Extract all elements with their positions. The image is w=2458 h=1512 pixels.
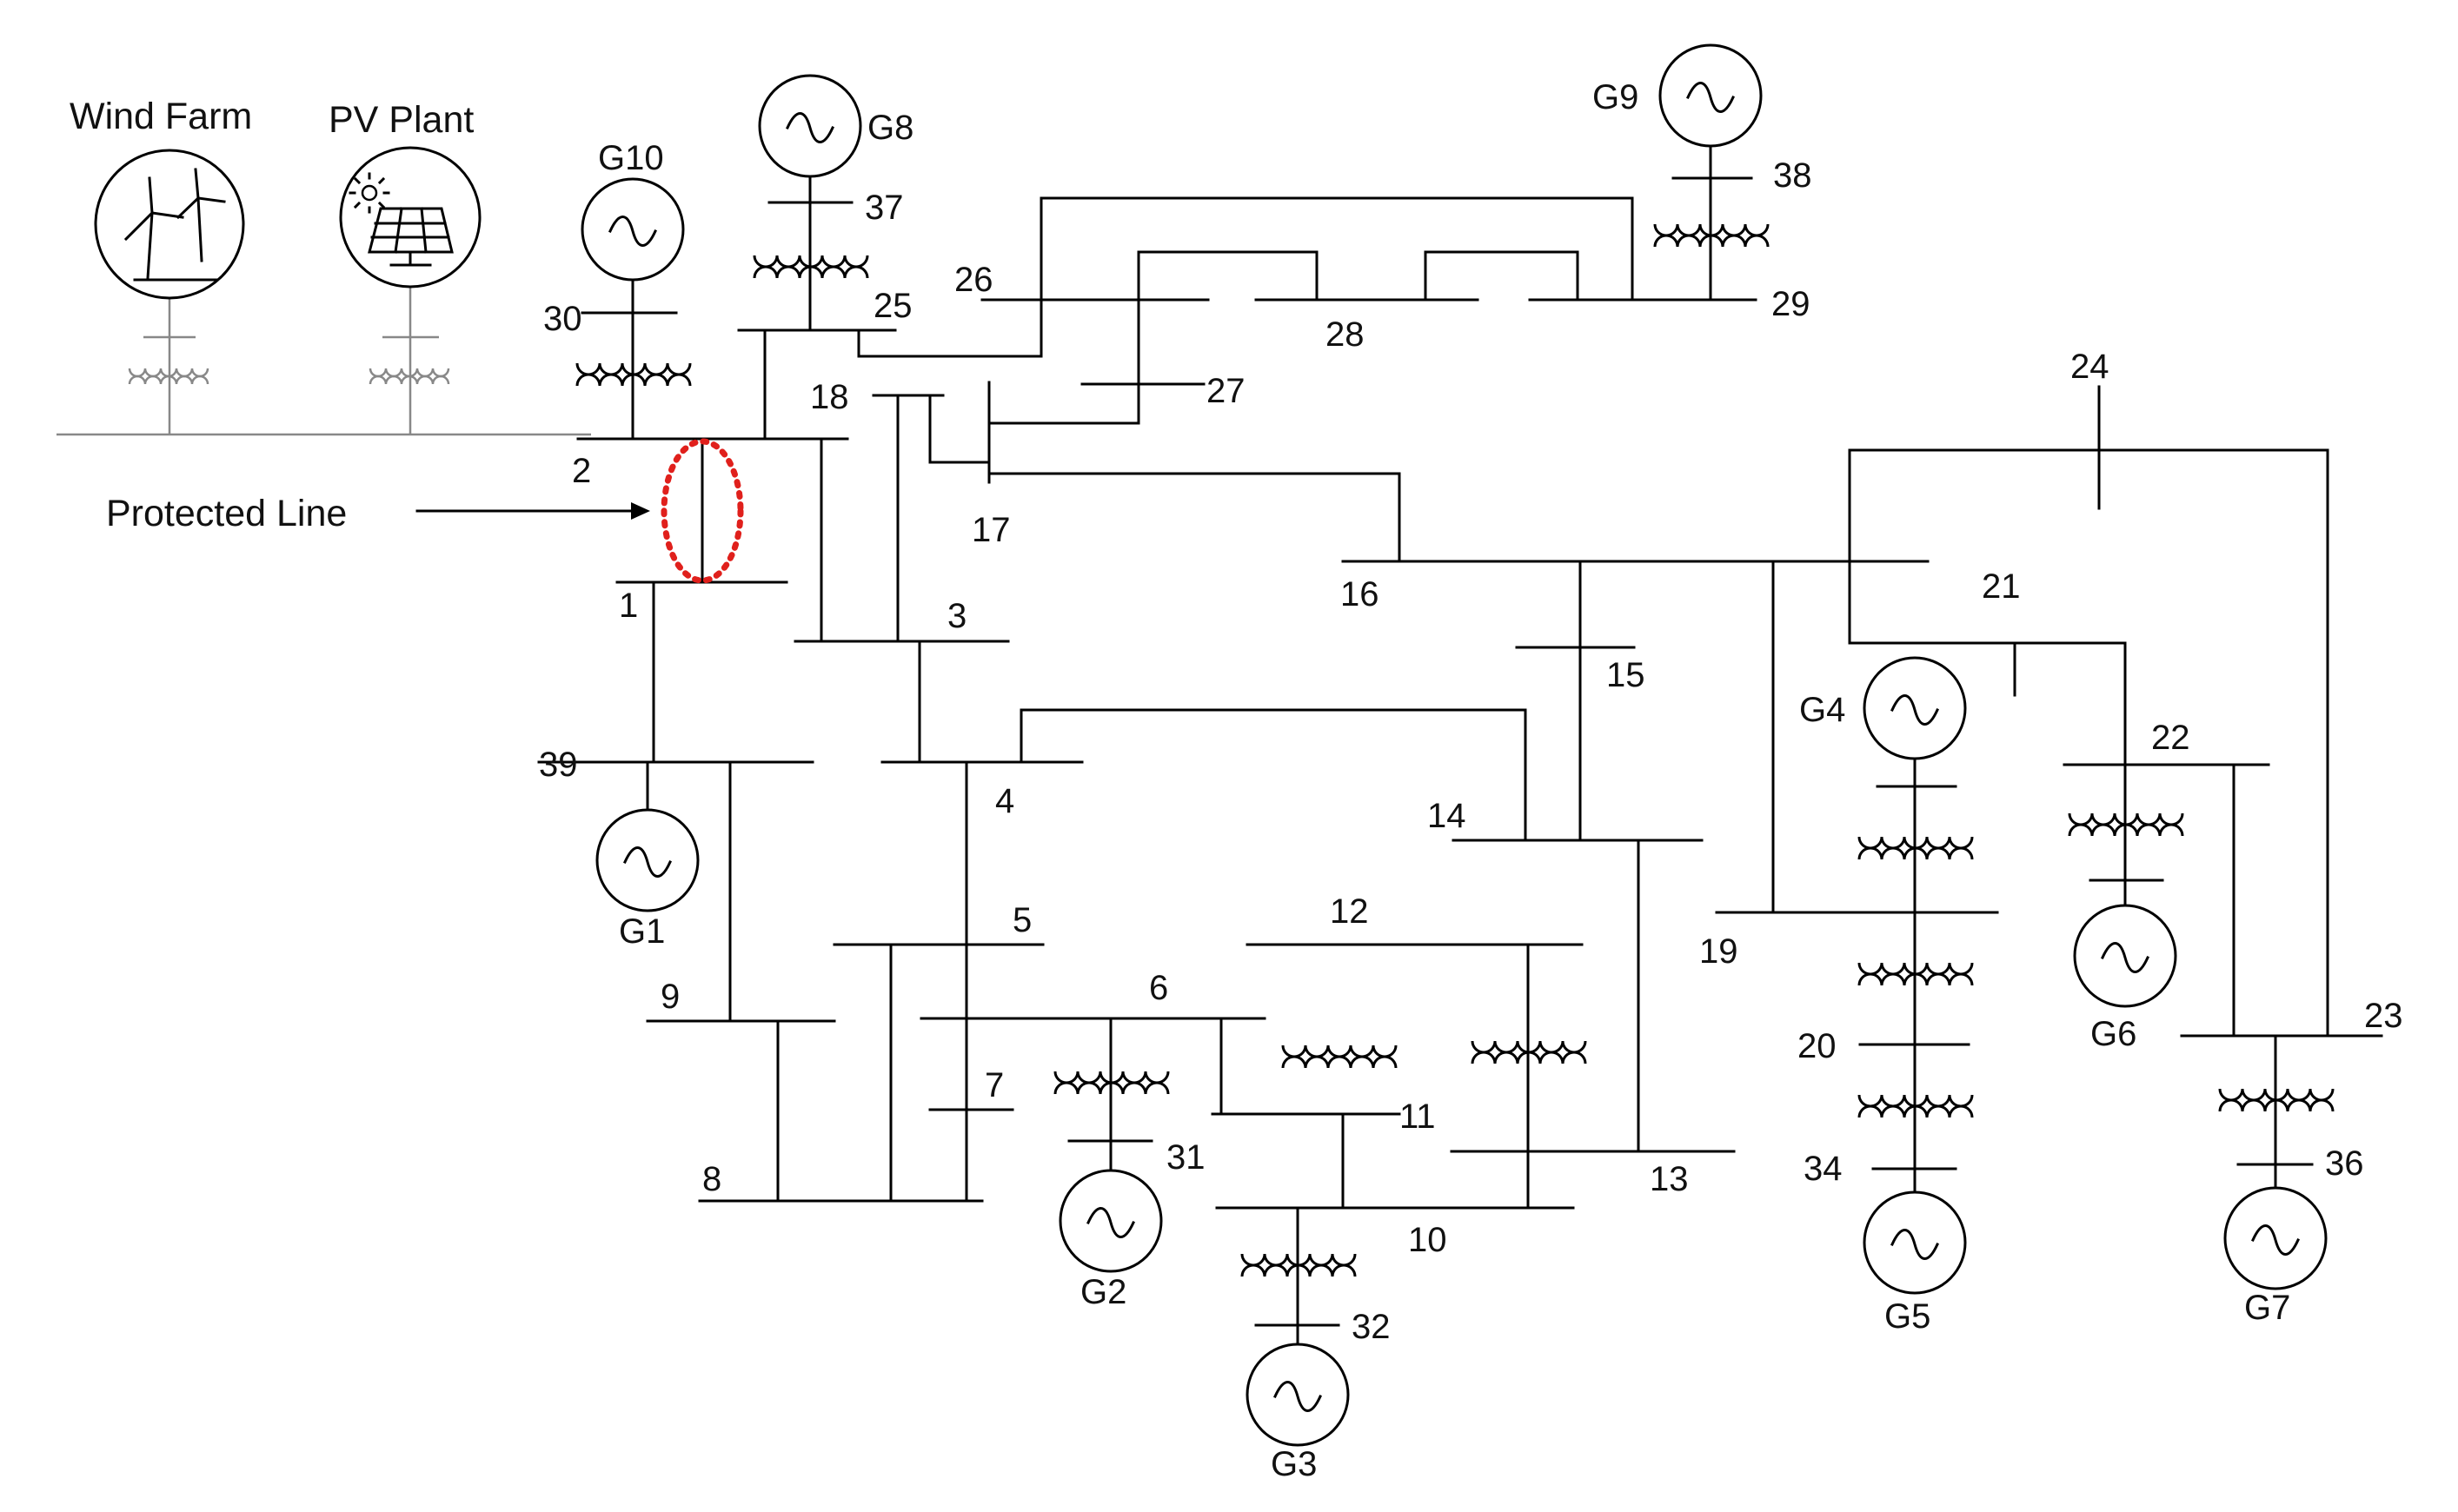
text-labels: Wind Farm PV Plant Protected Line G10 G8… — [70, 78, 2403, 1483]
label-bus-24: 24 — [2070, 348, 2109, 386]
line-26-29 — [857, 196, 1634, 358]
label-g5: G5 — [1884, 1297, 1930, 1336]
label-bus-22: 22 — [2151, 719, 2190, 757]
generator-g10 — [581, 177, 685, 282]
label-bus-28: 28 — [1325, 315, 1365, 354]
label-bus-18: 18 — [810, 378, 849, 416]
label-bus-16: 16 — [1340, 575, 1379, 613]
line-23-24 — [1848, 448, 2329, 1038]
label-bus-32: 32 — [1352, 1308, 1391, 1346]
renewable-feeder — [56, 146, 591, 436]
label-g10: G10 — [598, 139, 664, 177]
label-bus-17: 17 — [972, 511, 1011, 549]
label-g2: G2 — [1080, 1273, 1126, 1311]
generator-g8 — [758, 74, 862, 178]
label-bus-25: 25 — [874, 287, 913, 325]
label-bus-14: 14 — [1427, 797, 1466, 835]
arrow-head-icon — [631, 502, 650, 520]
label-g6: G6 — [2090, 1015, 2136, 1053]
wind-farm-icon — [94, 149, 245, 300]
label-bus-9: 9 — [661, 978, 680, 1016]
protected-line-highlight — [661, 438, 744, 584]
line-17-27 — [987, 382, 1140, 425]
wind-farm-label: Wind Farm — [70, 96, 252, 137]
label-bus-20: 20 — [1797, 1027, 1837, 1065]
generator-g7 — [2223, 1186, 2328, 1290]
transmission-lines — [652, 196, 2329, 1210]
label-bus-13: 13 — [1650, 1160, 1689, 1198]
label-bus-26: 26 — [954, 261, 993, 299]
label-bus-7: 7 — [985, 1066, 1004, 1104]
label-bus-3: 3 — [947, 597, 967, 635]
label-bus-37: 37 — [865, 189, 904, 227]
line-17-18 — [928, 394, 991, 464]
line-16-17 — [987, 472, 1401, 563]
label-bus-12: 12 — [1330, 892, 1369, 931]
label-g7: G7 — [2244, 1289, 2290, 1327]
label-bus-10: 10 — [1408, 1221, 1447, 1259]
line-4-14 — [1020, 708, 1527, 842]
line-16-21-22 — [1848, 520, 2127, 766]
transformer-11-12 — [1281, 1044, 1398, 1070]
generator-g5 — [1863, 1190, 1967, 1295]
label-bus-38: 38 — [1773, 156, 1812, 195]
label-bus-29: 29 — [1771, 285, 1810, 323]
line-28-29 — [1424, 250, 1579, 302]
generator-g2 — [1059, 1169, 1163, 1273]
label-bus-39: 39 — [539, 746, 578, 784]
generator-g9 — [1658, 43, 1763, 148]
line-26-27 — [1137, 250, 1319, 386]
label-g3: G3 — [1271, 1445, 1317, 1483]
label-g4: G4 — [1799, 691, 1845, 729]
label-bus-11: 11 — [1399, 1098, 1436, 1136]
generator-g1 — [595, 808, 700, 912]
label-bus-34: 34 — [1804, 1150, 1843, 1188]
label-bus-8: 8 — [702, 1160, 721, 1198]
generator-g6 — [2073, 904, 2177, 1008]
label-bus-2: 2 — [572, 452, 591, 490]
generator-g4 — [1863, 656, 1967, 760]
label-bus-31: 31 — [1166, 1138, 1206, 1177]
wind-turbine-icon — [123, 168, 226, 282]
label-g9: G9 — [1592, 78, 1638, 116]
label-bus-1: 1 — [619, 587, 638, 625]
label-bus-36: 36 — [2325, 1144, 2364, 1183]
label-bus-30: 30 — [543, 300, 582, 338]
generator-g3 — [1246, 1343, 1350, 1447]
label-bus-27: 27 — [1206, 372, 1246, 410]
label-bus-21: 21 — [1982, 567, 2021, 606]
label-bus-5: 5 — [1013, 901, 1032, 939]
label-bus-15: 15 — [1606, 656, 1645, 694]
pv-plant-label: PV Plant — [329, 99, 474, 141]
label-bus-4: 4 — [995, 782, 1014, 820]
label-g1: G1 — [619, 912, 665, 951]
generator-branches — [575, 43, 2335, 1447]
label-bus-19: 19 — [1699, 932, 1738, 971]
protected-line-label: Protected Line — [106, 493, 347, 534]
label-g8: G8 — [867, 109, 913, 147]
solar-panel-icon — [349, 172, 454, 267]
label-bus-23: 23 — [2364, 997, 2403, 1035]
label-bus-6: 6 — [1149, 969, 1168, 1007]
